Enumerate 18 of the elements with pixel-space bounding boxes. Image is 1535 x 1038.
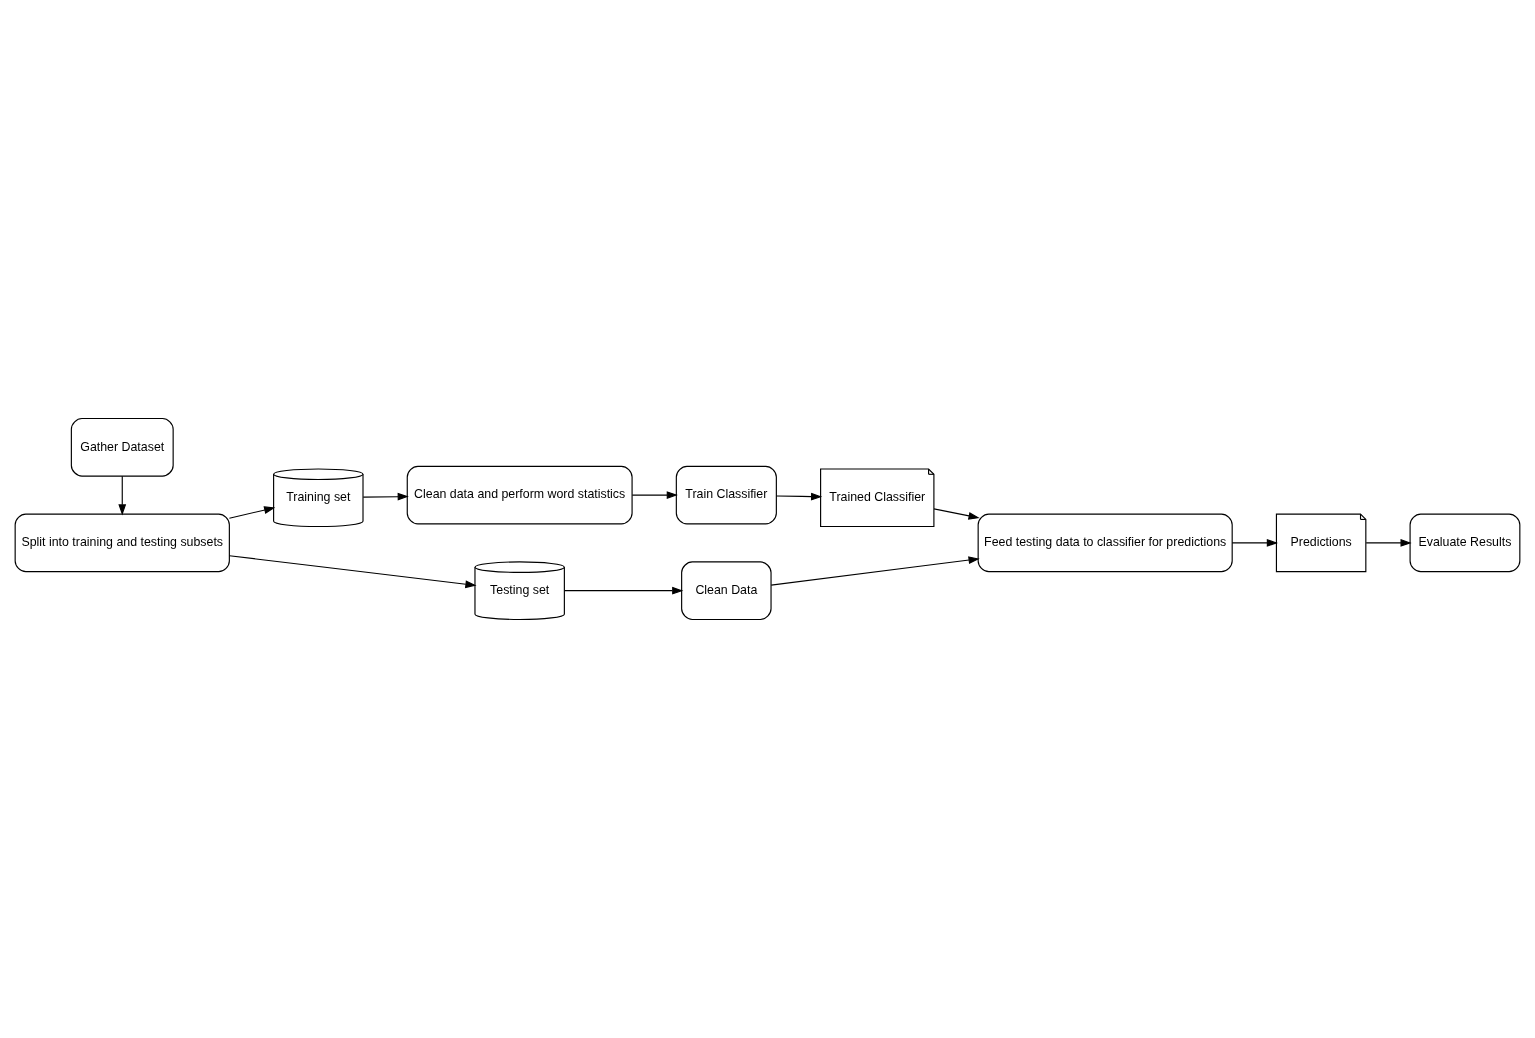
node-box: Clean Data <box>681 561 772 621</box>
node-box: Split into training and testing subsets <box>14 513 230 573</box>
arrow <box>228 555 477 589</box>
arrow <box>631 491 678 499</box>
node-box: Train Classifier <box>675 465 777 525</box>
arrow <box>563 586 684 595</box>
node-box: Gather Dataset <box>70 417 174 477</box>
arrow <box>362 492 409 501</box>
arrow <box>228 506 276 519</box>
node-box: Feed testing data to classifier for predictions <box>977 513 1233 573</box>
arrow <box>1231 539 1278 547</box>
arrow <box>933 508 980 520</box>
node-box: Clean data and perform word statistics <box>406 465 633 525</box>
arrow <box>775 492 823 501</box>
node-box: Evaluate Results <box>1409 513 1521 573</box>
arrow <box>770 556 980 586</box>
arrow <box>118 475 127 516</box>
arrow <box>1365 539 1412 547</box>
